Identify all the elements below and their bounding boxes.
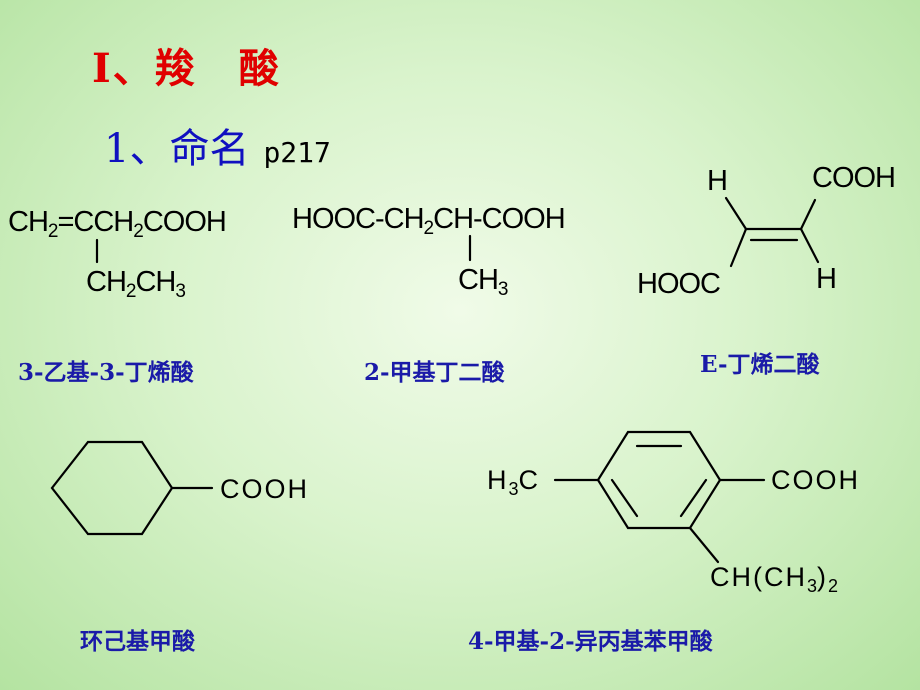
compound3-name: E-丁烯二酸 [700, 351, 820, 378]
compound5-cooh: COOH [771, 465, 860, 495]
compound1-name: 3-乙基-3-丁烯酸 [18, 359, 194, 386]
benzene-inner-bond-right [679, 478, 708, 518]
compound3-h-bottom: H [816, 263, 837, 295]
subtitle-text: 1、命名 [104, 126, 250, 172]
compound3-bond-hooc-bottom [729, 227, 748, 268]
compound5-methyl: H3C [487, 465, 541, 499]
compound1-main-chain: CH2=CCH2COOH [8, 206, 227, 242]
compound5-name: 4-甲基-2-异丙基苯甲酸 [468, 628, 713, 655]
benzene-inner-bond-left [610, 478, 639, 518]
compound3-cooh-top: COOH [812, 162, 896, 194]
compound2-side-chain: CH3 [458, 264, 508, 300]
compound2-main-chain: HOOC-CH2CH-COOH [292, 203, 566, 239]
compound3-bond-cooh-top [799, 198, 817, 231]
compound3-h-top: H [707, 165, 728, 197]
compound3-bond-h-bottom [799, 227, 820, 264]
compound3-hooc-bottom: HOOC [637, 268, 721, 300]
cyclohexane-ring [50, 440, 174, 536]
compound3-bond-h-top [724, 196, 748, 231]
compound5-bond-isopropyl [688, 526, 720, 564]
compound4-name: 环己基甲酸 [80, 628, 195, 655]
section-title: I、羧 酸 [92, 45, 281, 92]
page-reference: p217 [263, 136, 331, 169]
compound2-name: 2-甲基丁二酸 [364, 359, 505, 386]
compound5-isopropyl: CH(CH3)2 [710, 562, 839, 596]
compound4-cooh: COOH [220, 474, 309, 504]
compound1-side-chain: CH2CH3 [86, 266, 186, 302]
section-subtitle: 1、命名 p217 [104, 116, 331, 174]
